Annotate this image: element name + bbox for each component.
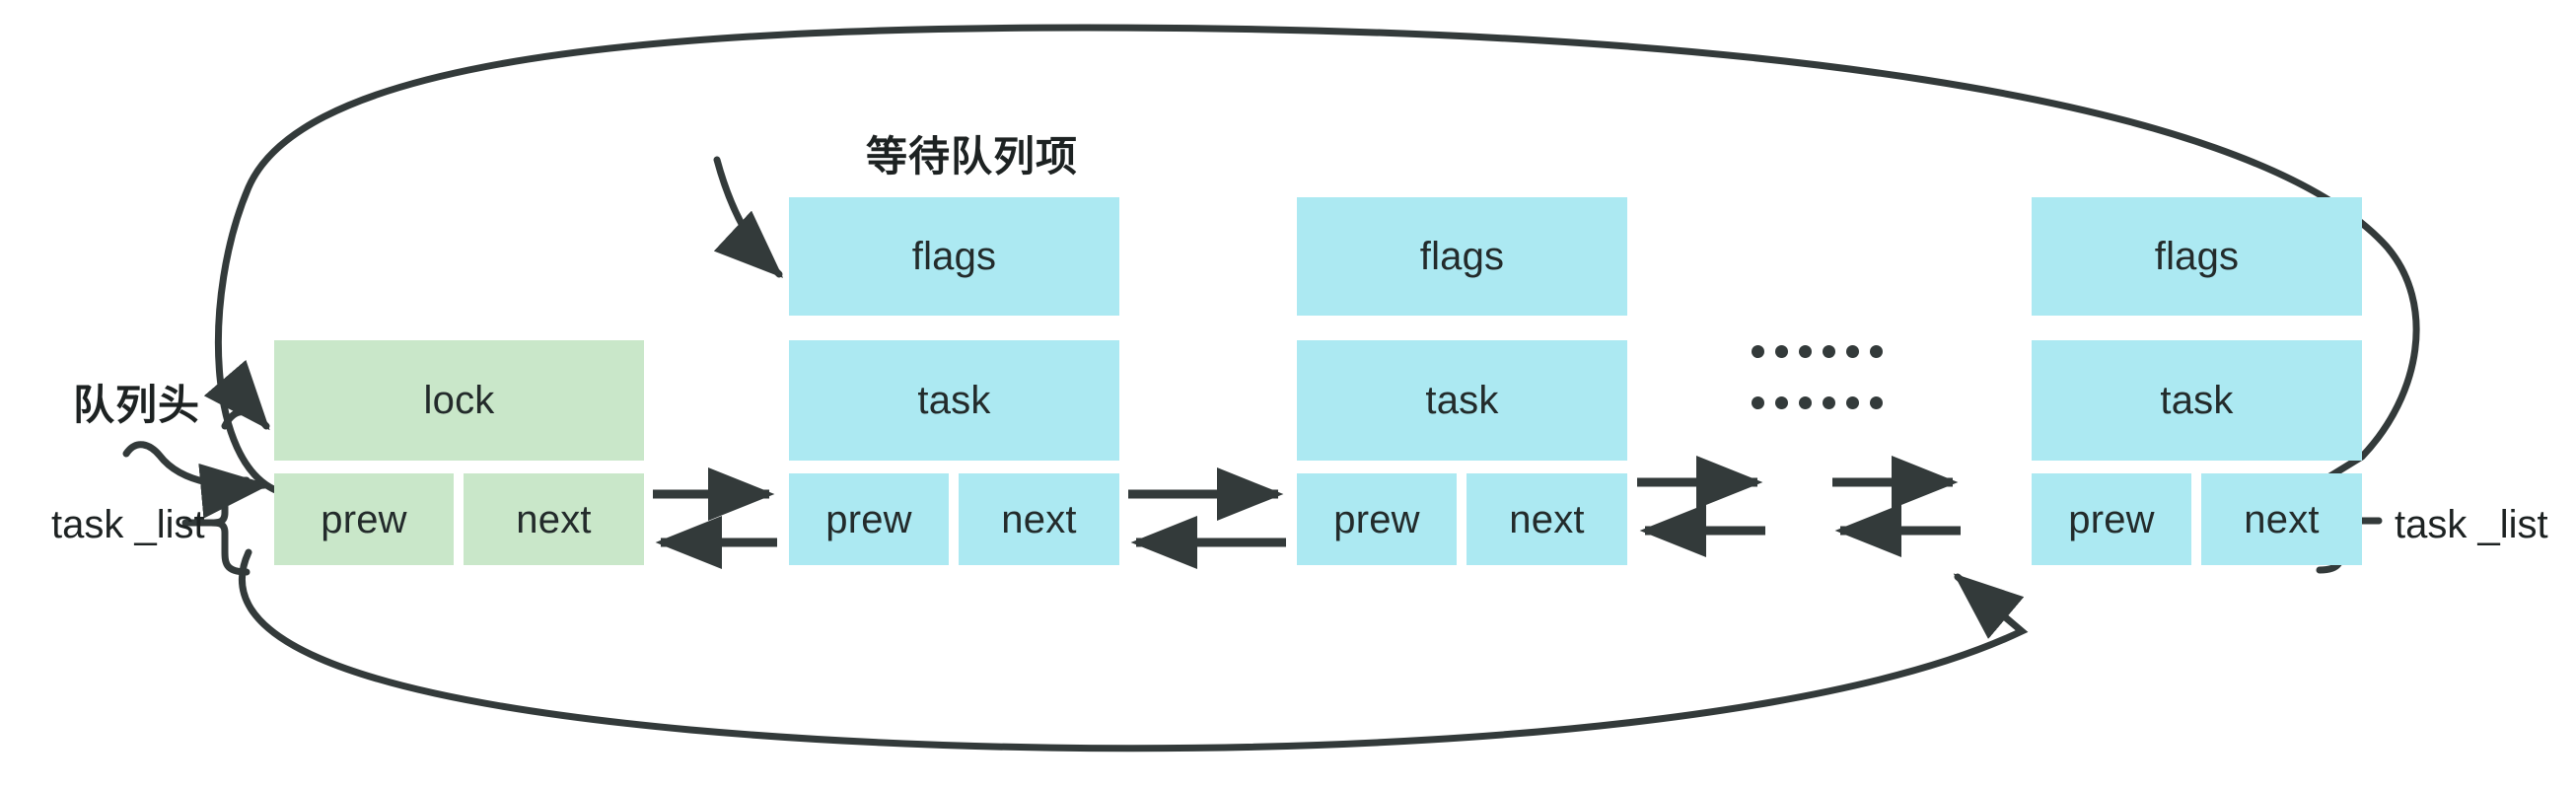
head-node-next-cell: next xyxy=(464,473,644,565)
continuation-ellipsis-row-1 xyxy=(1752,345,1883,358)
wait-node-2-prew-cell: prew xyxy=(1297,473,1457,565)
wait-node-3-prew-cell: prew xyxy=(2032,473,2191,565)
wait-item-pointer-arrow xyxy=(713,156,784,278)
head-node-prew-cell: prew xyxy=(274,473,454,565)
task-list-left-label: task _list xyxy=(51,503,205,546)
wait-node-2-next-cell: next xyxy=(1467,473,1627,565)
queue-head-label: 队列头 xyxy=(73,382,201,428)
wait-node-2-task-cell: task xyxy=(1297,340,1627,461)
wait-node-1-flags-cell: flags xyxy=(789,197,1119,316)
wait-node-2-flags-cell: flags xyxy=(1297,197,1627,316)
wait-node-1-prew-cell: prew xyxy=(789,473,949,565)
wait-node-3-next-cell: next xyxy=(2201,473,2362,565)
task-list-right-label: task _list xyxy=(2395,503,2548,546)
wait-node-3-flags-cell: flags xyxy=(2032,197,2362,316)
link-node1-to-node2 xyxy=(1128,467,1286,569)
link-ellipsis-to-node3 xyxy=(1832,456,1961,557)
task-list-left-arrow xyxy=(122,441,270,519)
wait-node-1-task-cell: task xyxy=(789,340,1119,461)
wait-queue-item-title: 等待队列项 xyxy=(866,133,1079,179)
queue-head-arrow xyxy=(203,359,270,431)
wait-node-3-task-cell: task xyxy=(2032,340,2362,461)
continuation-ellipsis-row-2 xyxy=(1752,396,1883,409)
wait-node-1-next-cell: next xyxy=(959,473,1119,565)
head-node-lock-cell: lock xyxy=(274,340,644,461)
link-node2-to-ellipsis xyxy=(1637,456,1765,557)
link-head-to-node1 xyxy=(653,467,777,569)
